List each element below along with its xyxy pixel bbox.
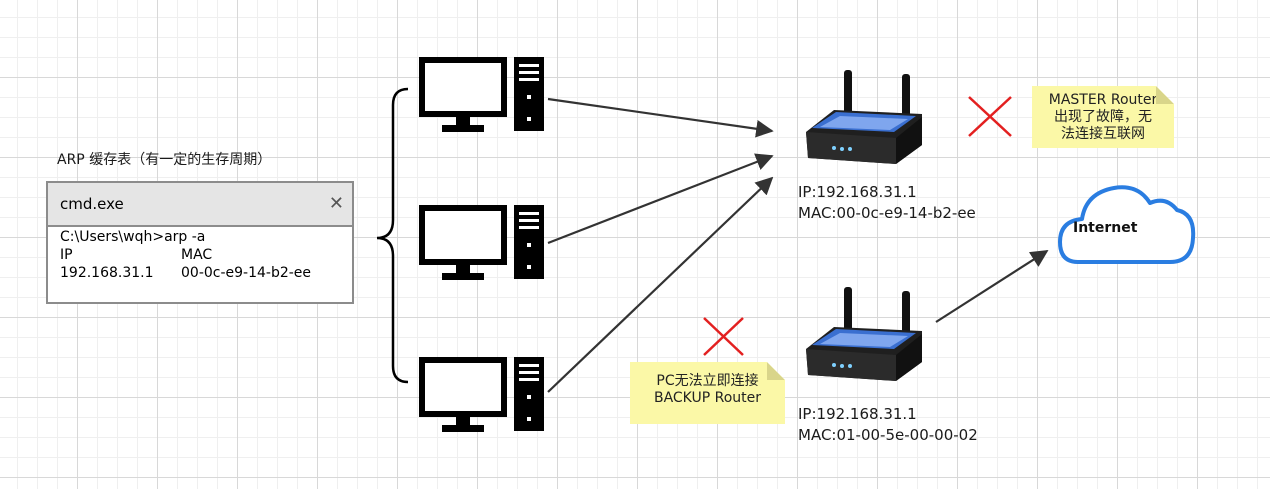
backup-note-line2: BACKUP Router: [653, 390, 762, 406]
pc-monitor-icon: [422, 205, 544, 280]
backup-note-line1: PC无法立即连接: [656, 373, 759, 389]
cmd-row-ip: 192.168.31.1: [60, 265, 154, 281]
cmd-command-line: C:\Users\wqh>arp -a: [60, 229, 206, 245]
cloud-icon: [1058, 185, 1196, 264]
x-mark-icon: [703, 317, 744, 356]
x-mark-icon: [968, 96, 1012, 137]
backup-router-mac: MAC:01-00-5e-00-00-02: [798, 426, 978, 444]
router-icon: [806, 70, 922, 164]
internet-label: Internet: [1073, 220, 1138, 236]
backup-router-note: PC无法立即连接 BACKUP Router: [630, 362, 785, 424]
cmd-window[interactable]: cmd.exe ✕ C:\Users\wqh>arp -a IP MAC 192…: [46, 181, 354, 304]
backup-router-ip: IP:192.168.31.1: [798, 405, 917, 423]
cmd-col-ip: IP: [60, 247, 73, 263]
cmd-window-title: cmd.exe: [60, 195, 124, 213]
arp-table-title: ARP 缓存表（有一定的生存周期）: [57, 152, 272, 168]
router-icon: [806, 287, 922, 381]
cmd-col-mac: MAC: [181, 247, 213, 263]
master-router-mac: MAC:00-0c-e9-14-b2-ee: [798, 204, 976, 222]
brace: [376, 87, 409, 384]
cmd-row-mac: 00-0c-e9-14-b2-ee: [181, 265, 312, 281]
close-icon[interactable]: ✕: [328, 193, 344, 214]
master-note-line1: MASTER Router: [1048, 92, 1158, 108]
arrow-backup-internet: [935, 250, 1049, 323]
pc-monitor-icon: [422, 57, 544, 132]
master-router-ip: IP:192.168.31.1: [798, 183, 917, 201]
cmd-window-titlebar[interactable]: cmd.exe ✕: [48, 183, 352, 227]
master-note-line3: 法连接互联网: [1061, 126, 1145, 142]
master-router-note: MASTER Router 出现了故障，无 法连接互联网: [1032, 86, 1174, 148]
pc-monitor-icon: [422, 357, 544, 432]
arrow-pc1-master: [547, 97, 774, 138]
master-note-line2: 出现了故障，无: [1054, 109, 1152, 125]
arrow-pc3-master: [547, 176, 774, 393]
arrow-pc2-master: [547, 153, 774, 245]
